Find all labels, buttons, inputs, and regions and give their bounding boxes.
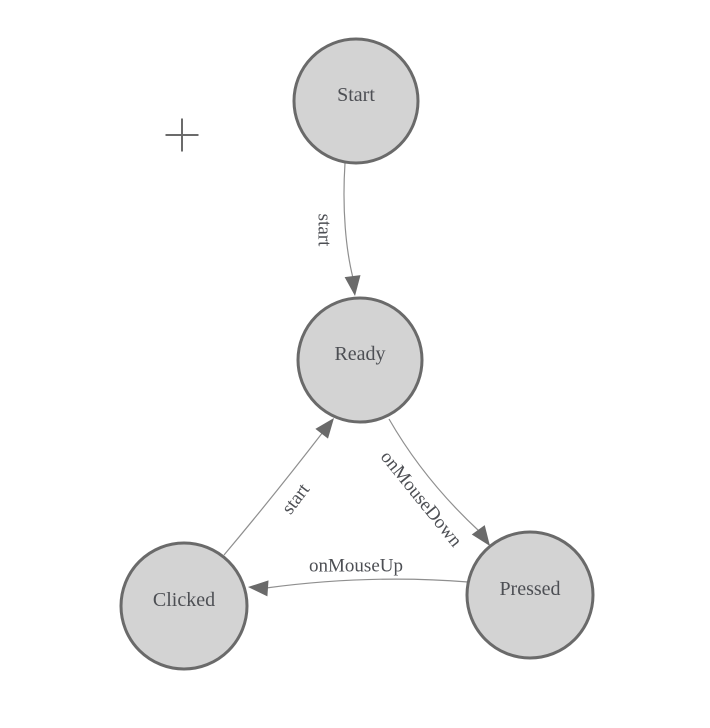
- state-node-pressed[interactable]: Pressed: [465, 530, 595, 660]
- node-circle[interactable]: [465, 530, 595, 660]
- arrowhead-icon: [344, 275, 361, 296]
- edge-line[interactable]: [265, 578, 469, 589]
- transition-pressed-to-clicked[interactable]: onMouseUp: [248, 556, 469, 597]
- edge-label: onMouseUp: [309, 556, 403, 577]
- node-label: Clicked: [153, 589, 215, 611]
- state-node-start[interactable]: Start: [292, 37, 420, 165]
- edge-label: start: [278, 479, 315, 518]
- edge-line[interactable]: [223, 431, 324, 556]
- arrowhead-icon: [471, 525, 490, 546]
- edge-label: onMouseDown: [376, 447, 466, 552]
- node-circle[interactable]: [119, 541, 249, 671]
- transition-clicked-to-ready[interactable]: start: [223, 418, 334, 556]
- arrowhead-icon: [315, 418, 334, 439]
- transition-ready-to-pressed[interactable]: onMouseDown: [376, 418, 490, 552]
- node-circle[interactable]: [292, 37, 420, 165]
- plus-cursor-icon: [165, 118, 199, 152]
- state-node-clicked[interactable]: Clicked: [119, 541, 249, 671]
- edge-line[interactable]: [388, 418, 480, 532]
- node-label: Ready: [334, 343, 385, 365]
- node-label: Start: [337, 84, 375, 106]
- arrowhead-icon: [248, 580, 269, 597]
- state-node-ready[interactable]: Ready: [296, 296, 424, 424]
- node-label: Pressed: [499, 578, 560, 600]
- edge-line[interactable]: [343, 162, 354, 279]
- edge-label: start: [314, 214, 335, 247]
- node-circle[interactable]: [296, 296, 424, 424]
- transition-start-to-ready[interactable]: start: [314, 162, 361, 296]
